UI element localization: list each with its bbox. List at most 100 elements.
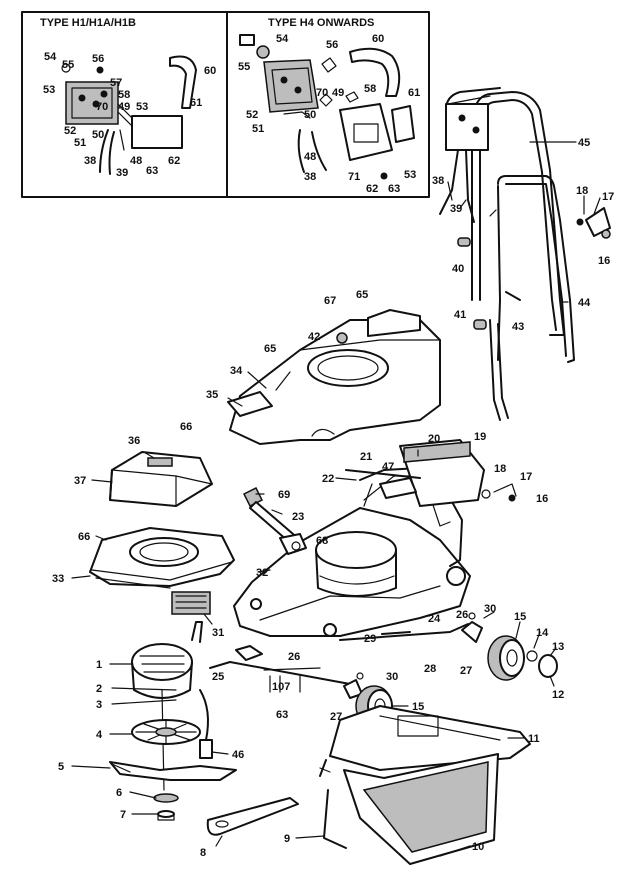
callout-48: 48 (304, 151, 316, 163)
callout-50: 50 (92, 129, 104, 141)
top-cover (227, 309, 441, 445)
callout-51: 51 (74, 137, 86, 149)
callout-6: 6 (116, 787, 122, 799)
callout-60: 60 (204, 65, 216, 77)
callout-58: 58 (364, 83, 376, 95)
callout-40: 40 (452, 263, 464, 275)
callout-56: 56 (326, 39, 338, 51)
callout-21: 21 (360, 451, 372, 463)
callout-29: 29 (364, 633, 376, 645)
cutting-blade (109, 761, 237, 781)
callout-70: 70 (316, 87, 328, 99)
callout-38: 38 (84, 155, 96, 167)
callout-52: 52 (64, 125, 76, 137)
callout-38: 38 (304, 171, 316, 183)
callout-37: 37 (74, 475, 86, 487)
inset-left-switch-assembly (61, 55, 197, 175)
callout-49: 49 (118, 101, 130, 113)
callout-10: 10 (472, 841, 484, 853)
callout-1: 1 (96, 659, 102, 671)
callout-56: 56 (92, 53, 104, 65)
callout-4: 4 (96, 729, 103, 741)
callout-13: 13 (552, 641, 564, 653)
inset-title-left: TYPE H1/H1A/H1B (40, 17, 136, 29)
callout-2: 2 (96, 683, 102, 695)
callout-66: 66 (180, 421, 192, 433)
callout-63: 63 (276, 709, 288, 721)
callout-27: 27 (330, 711, 342, 723)
callout-27: 27 (460, 665, 472, 677)
callout-12: 12 (552, 689, 564, 701)
callout-62: 62 (168, 155, 180, 167)
callout-16: 16 (536, 493, 548, 505)
motor-housing (89, 527, 235, 615)
callout-58: 58 (118, 89, 130, 101)
callout-26: 26 (288, 651, 300, 663)
callout-62: 62 (366, 183, 378, 195)
callout-7: 7 (120, 809, 126, 821)
motor-and-blade-stack (109, 621, 299, 836)
callout-68: 68 (316, 535, 328, 547)
callout-20: 20 (428, 433, 440, 445)
callout-55: 55 (62, 59, 74, 71)
callout-5: 5 (58, 761, 64, 773)
callout-34: 34 (230, 365, 243, 377)
callout-53: 53 (136, 101, 148, 113)
grass-box (319, 705, 531, 865)
inset-panel: TYPE H1/H1A/H1B TYPE H4 ONWARDS (21, 11, 430, 198)
callout-39: 39 (450, 203, 462, 215)
callout-14: 14 (536, 627, 549, 639)
callout-53: 53 (404, 169, 416, 181)
callout-30: 30 (484, 603, 496, 615)
leader-lines (71, 141, 601, 857)
callout-53: 53 (43, 84, 55, 96)
callout-23: 23 (292, 511, 304, 523)
callout-3: 3 (96, 699, 102, 711)
blade-spanner (206, 797, 299, 836)
callout-67: 67 (324, 295, 336, 307)
callout-70: 70 (96, 101, 108, 113)
part-callout-labels: 54 55 56 53 57 58 70 49 53 60 61 52 51 5… (43, 33, 614, 859)
cooling-fan (131, 719, 201, 745)
callout-47: 47 (382, 461, 394, 473)
callout-54: 54 (276, 33, 289, 45)
callout-63: 63 (388, 183, 400, 195)
callout-48: 48 (130, 155, 142, 167)
motor-cover (109, 451, 213, 507)
callout-52: 52 (246, 109, 258, 121)
callout-57: 57 (110, 77, 122, 89)
callout-15: 15 (514, 611, 526, 623)
height-lever (242, 486, 307, 555)
callout-9: 9 (284, 833, 290, 845)
upper-handle-assembly (439, 87, 611, 421)
callout-35: 35 (206, 389, 218, 401)
callout-15: 15 (412, 701, 424, 713)
callout-24: 24 (428, 613, 441, 625)
callout-50: 50 (304, 109, 316, 121)
callout-33: 33 (52, 573, 64, 585)
callout-49: 49 (332, 87, 344, 99)
callout-17: 17 (602, 191, 614, 203)
callout-51: 51 (252, 123, 264, 135)
callout-22: 22 (322, 473, 334, 485)
callout-39: 39 (116, 167, 128, 179)
callout-32: 32 (256, 567, 268, 579)
callout-18: 18 (494, 463, 506, 475)
callout-44: 44 (578, 297, 591, 309)
callout-42: 42 (308, 331, 320, 343)
inset-title-right: TYPE H4 ONWARDS (268, 17, 374, 29)
callout-107: 107 (272, 681, 290, 693)
rear-flap (345, 439, 517, 507)
callout-66: 66 (78, 531, 90, 543)
callout-36: 36 (128, 435, 140, 447)
callout-16: 16 (598, 255, 610, 267)
callout-41: 41 (454, 309, 466, 321)
callout-26: 26 (456, 609, 468, 621)
callout-65: 65 (356, 289, 368, 301)
callout-31: 31 (212, 627, 224, 639)
callout-55: 55 (238, 61, 250, 73)
callout-19: 19 (474, 431, 486, 443)
callout-30: 30 (386, 671, 398, 683)
callout-46: 46 (232, 749, 244, 761)
